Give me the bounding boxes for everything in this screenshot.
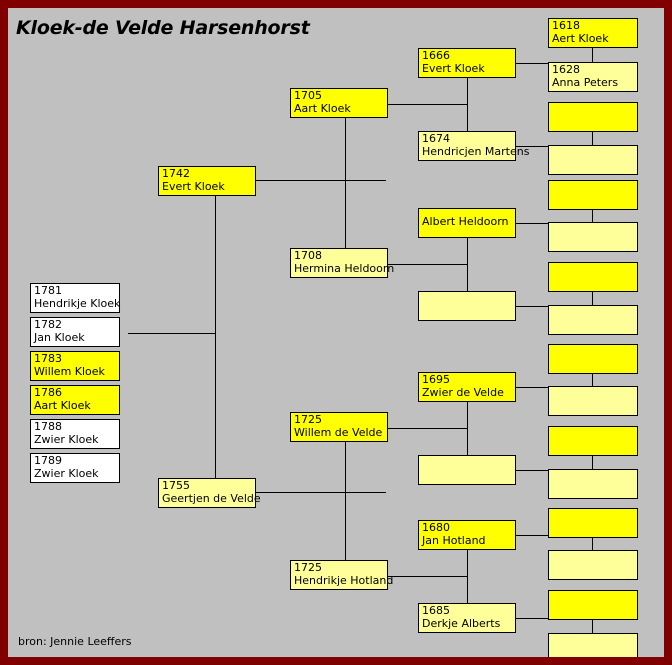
person-node[interactable]: Albert Heldoorn <box>418 208 516 238</box>
person-node[interactable]: 1742 Evert Kloek <box>158 166 256 196</box>
person-name: Geertjen de Velde <box>162 492 261 505</box>
person-year: 1755 <box>162 479 190 492</box>
person-name: Zwier de Velde <box>422 386 504 399</box>
person-node[interactable] <box>418 291 516 321</box>
person-node[interactable] <box>418 455 516 485</box>
connector <box>592 595 593 645</box>
person-year: 1725 <box>294 413 322 426</box>
source-credit: bron: Jennie Leeffers <box>18 635 132 648</box>
connector <box>388 104 468 105</box>
connector <box>128 333 216 334</box>
connector <box>345 116 346 264</box>
person-year: 1708 <box>294 249 322 262</box>
person-node[interactable]: 1685 Derkje Alberts <box>418 603 516 633</box>
person-node[interactable]: 1782 Jan Kloek <box>30 317 120 347</box>
person-node[interactable] <box>548 180 638 210</box>
person-year: 1783 <box>34 352 62 365</box>
person-year: 1674 <box>422 132 450 145</box>
person-node[interactable]: 1708 Hermina Heldoorn <box>290 248 394 278</box>
person-name: Jan Kloek <box>34 331 85 344</box>
person-year: 1782 <box>34 318 62 331</box>
person-node[interactable]: 1695 Zwier de Velde <box>418 372 516 402</box>
connector <box>467 387 468 479</box>
person-year: 1789 <box>34 454 62 467</box>
person-node[interactable]: 1755 Geertjen de Velde <box>158 478 261 508</box>
connector <box>256 492 386 493</box>
person-year: 1666 <box>422 49 450 62</box>
person-node[interactable] <box>548 222 638 252</box>
person-node[interactable]: 1725 Willem de Velde <box>290 412 388 442</box>
family-tree-canvas: Kloek-de Velde Harsenhorst 1781 Hendrikj… <box>8 8 664 657</box>
person-node[interactable] <box>548 426 638 456</box>
person-year: 1705 <box>294 89 322 102</box>
person-node[interactable] <box>548 550 638 580</box>
person-node[interactable]: 1725 Hendrikje Hotland <box>290 560 393 590</box>
person-node[interactable] <box>548 633 638 657</box>
person-node[interactable] <box>548 508 638 538</box>
person-node[interactable]: 1628 Anna Peters <box>548 62 638 92</box>
person-node[interactable]: 1618 Aert Kloek <box>548 18 638 48</box>
person-node[interactable]: 1788 Zwier Kloek <box>30 419 120 449</box>
person-name: Evert Kloek <box>162 180 225 193</box>
person-name: Anna Peters <box>552 76 619 89</box>
person-node[interactable] <box>548 262 638 292</box>
person-node[interactable] <box>548 305 638 335</box>
connector <box>467 63 468 155</box>
person-name: Hermina Heldoorn <box>294 262 395 275</box>
person-name: Hendrikje Hotland <box>294 574 394 587</box>
connector <box>467 223 468 315</box>
person-year: 1685 <box>422 604 450 617</box>
person-node[interactable] <box>548 102 638 132</box>
person-year: 1628 <box>552 63 580 76</box>
person-node[interactable]: 1674 Hendricjen Martens <box>418 131 529 161</box>
person-name: Aert Kloek <box>552 32 609 45</box>
person-name: Aart Kloek <box>34 399 91 412</box>
person-name: Evert Kloek <box>422 62 485 75</box>
person-node[interactable] <box>548 145 638 175</box>
connector <box>345 428 346 576</box>
person-name: Zwier Kloek <box>34 433 99 446</box>
person-year: 1742 <box>162 167 190 180</box>
person-name: Aart Kloek <box>294 102 351 115</box>
person-year: 1725 <box>294 561 322 574</box>
person-node[interactable]: 1789 Zwier Kloek <box>30 453 120 483</box>
person-name: Willem de Velde <box>294 426 383 439</box>
person-node[interactable] <box>548 386 638 416</box>
person-name: Hendrikje Kloek <box>34 297 121 310</box>
person-name: Zwier Kloek <box>34 467 99 480</box>
connector <box>388 576 468 577</box>
connector <box>467 535 468 627</box>
person-name: Albert Heldoorn <box>422 215 509 228</box>
connector <box>388 428 468 429</box>
person-year: 1695 <box>422 373 450 386</box>
connector <box>215 188 216 492</box>
person-node[interactable]: 1705 Aart Kloek <box>290 88 388 118</box>
person-name: Willem Kloek <box>34 365 105 378</box>
person-year: 1788 <box>34 420 62 433</box>
person-node[interactable] <box>548 344 638 374</box>
person-name: Jan Hotland <box>422 534 486 547</box>
person-node[interactable] <box>548 590 638 620</box>
person-name: Derkje Alberts <box>422 617 501 630</box>
person-node[interactable]: 1680 Jan Hotland <box>418 520 516 550</box>
person-node[interactable] <box>548 469 638 499</box>
person-year: 1618 <box>552 19 580 32</box>
connector <box>388 264 468 265</box>
connector <box>256 180 386 181</box>
person-name: Hendricjen Martens <box>422 145 530 158</box>
person-node[interactable]: 1666 Evert Kloek <box>418 48 516 78</box>
person-year: 1786 <box>34 386 62 399</box>
person-year: 1781 <box>34 284 62 297</box>
page-title: Kloek-de Velde Harsenhorst <box>16 17 310 39</box>
person-node[interactable]: 1783 Willem Kloek <box>30 351 120 381</box>
person-year: 1680 <box>422 521 450 534</box>
person-node[interactable]: 1781 Hendrikje Kloek <box>30 283 120 313</box>
person-node[interactable]: 1786 Aart Kloek <box>30 385 120 415</box>
